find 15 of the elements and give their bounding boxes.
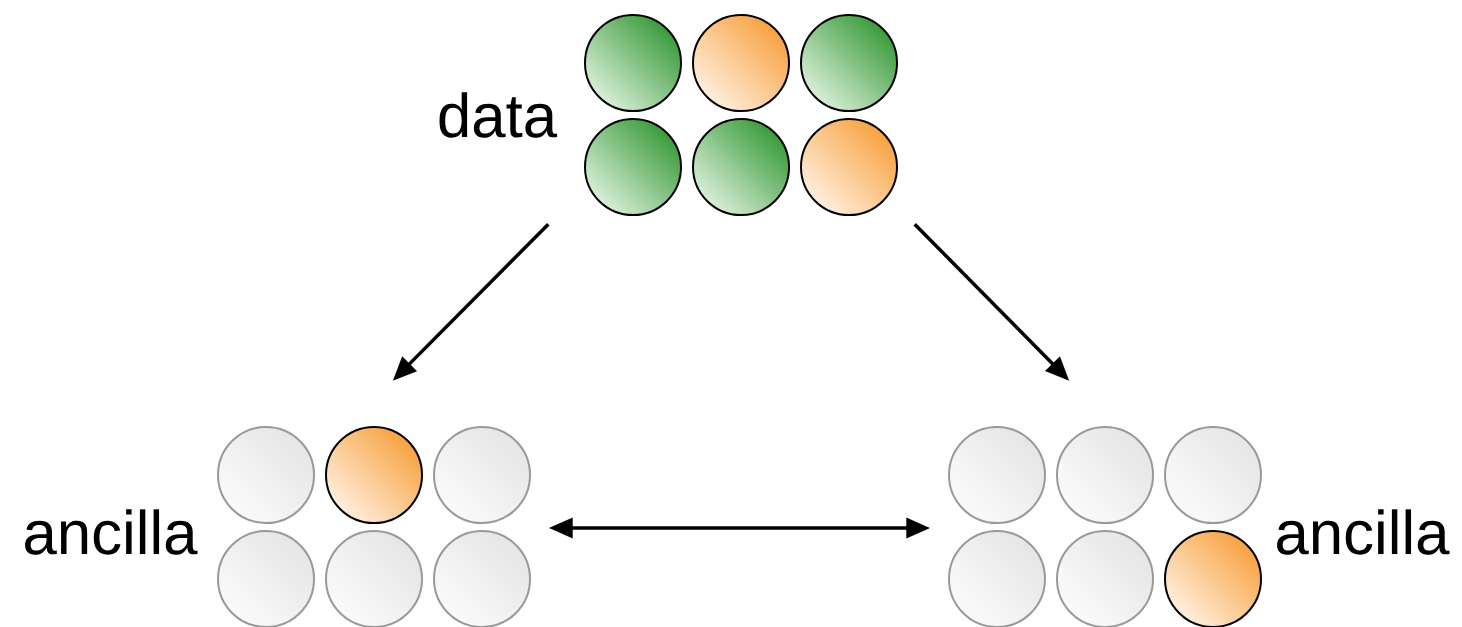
qubit-circle (433, 426, 531, 524)
qubit-circle (584, 14, 682, 112)
group-label: ancilla (1277, 509, 1450, 555)
qubit-circle (325, 426, 423, 524)
qubit-circle (800, 14, 898, 112)
qubit-circle (800, 118, 898, 216)
qubit-circle (584, 118, 682, 216)
qubit-circle (1056, 426, 1154, 524)
qubit-circle (1164, 426, 1262, 524)
qubit-circle (692, 118, 790, 216)
qubit-circle (692, 14, 790, 112)
qubit-circle (217, 426, 315, 524)
group-label: data (439, 92, 558, 138)
group-label: ancilla (25, 509, 198, 555)
qubit-circle (948, 426, 1046, 524)
